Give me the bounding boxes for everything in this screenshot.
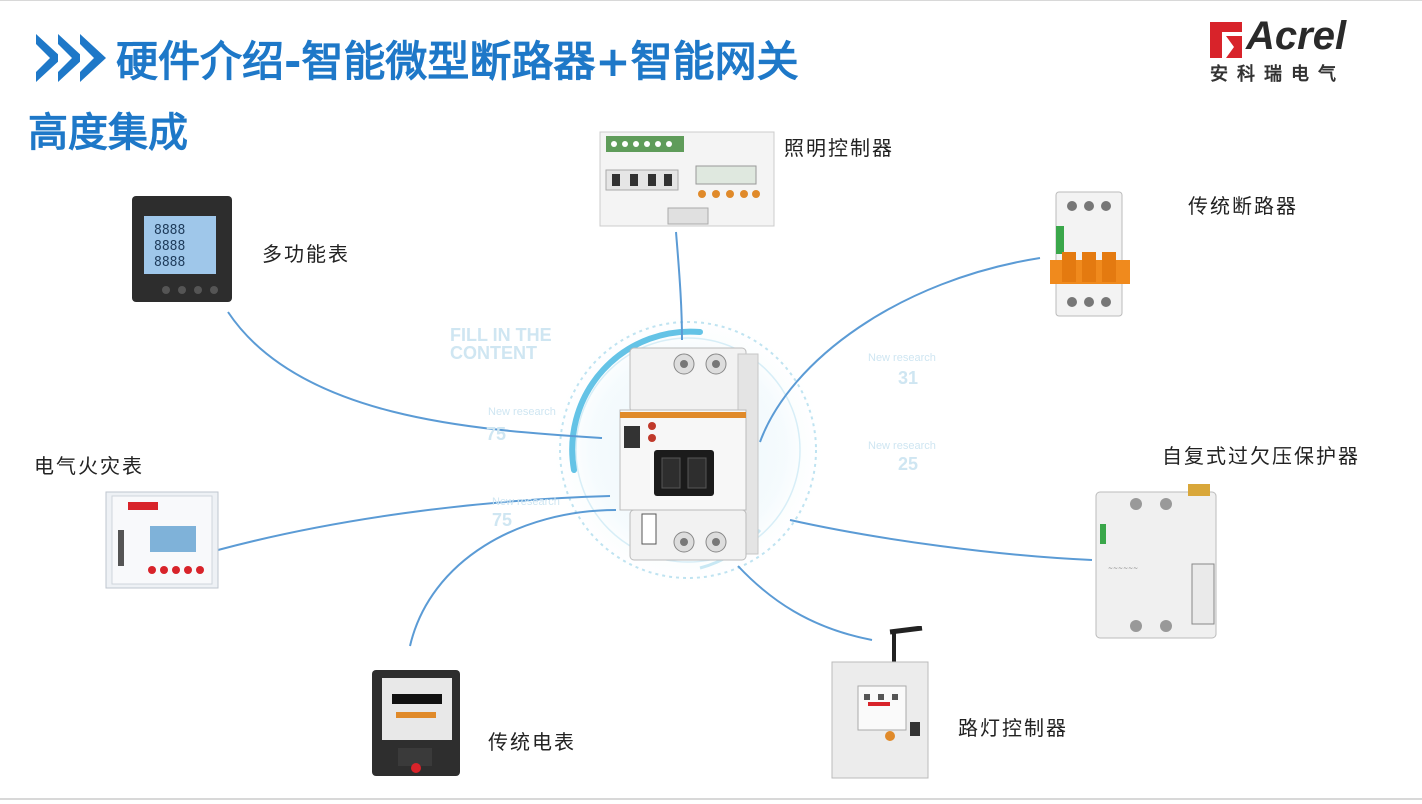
label-kwh-meter: 传统电表: [488, 726, 576, 755]
ghost-text: 31: [898, 368, 918, 389]
label-multifunction-meter: 多功能表: [262, 238, 350, 267]
street-light-controller-image: [828, 626, 930, 782]
ghost-text: New research: [488, 406, 556, 418]
label-traditional-breaker: 传统断路器: [1188, 190, 1298, 219]
fire-meter-image: [104, 490, 220, 590]
smart-mcb-image: [616, 346, 760, 562]
label-voltage-protector: 自复式过欠压保护器: [1162, 440, 1360, 469]
ghost-text: New research: [868, 440, 936, 452]
voltage-protector-image: ~~~~~~: [1092, 484, 1228, 644]
ghost-text: New research: [868, 352, 936, 364]
svg-text:8888: 8888: [154, 255, 185, 270]
link-recloser: [790, 520, 1092, 560]
traditional-breaker-image: [1048, 190, 1132, 318]
ghost-text: 75: [492, 510, 512, 531]
lighting-controller-image: [598, 130, 776, 228]
label-street-light-controller: 路灯控制器: [958, 712, 1068, 741]
kwh-meter-image: [368, 664, 464, 782]
label-lighting-controller: 照明控制器: [784, 132, 894, 161]
svg-text:~~~~~~: ~~~~~~: [1108, 565, 1138, 572]
label-fire-meter: 电气火灾表: [34, 450, 144, 479]
ghost-text: 75: [486, 424, 506, 445]
ghost-text: 25: [898, 454, 918, 475]
svg-text:8888: 8888: [154, 223, 185, 238]
ghost-text: New research: [492, 496, 560, 508]
svg-text:8888: 8888: [154, 239, 185, 254]
